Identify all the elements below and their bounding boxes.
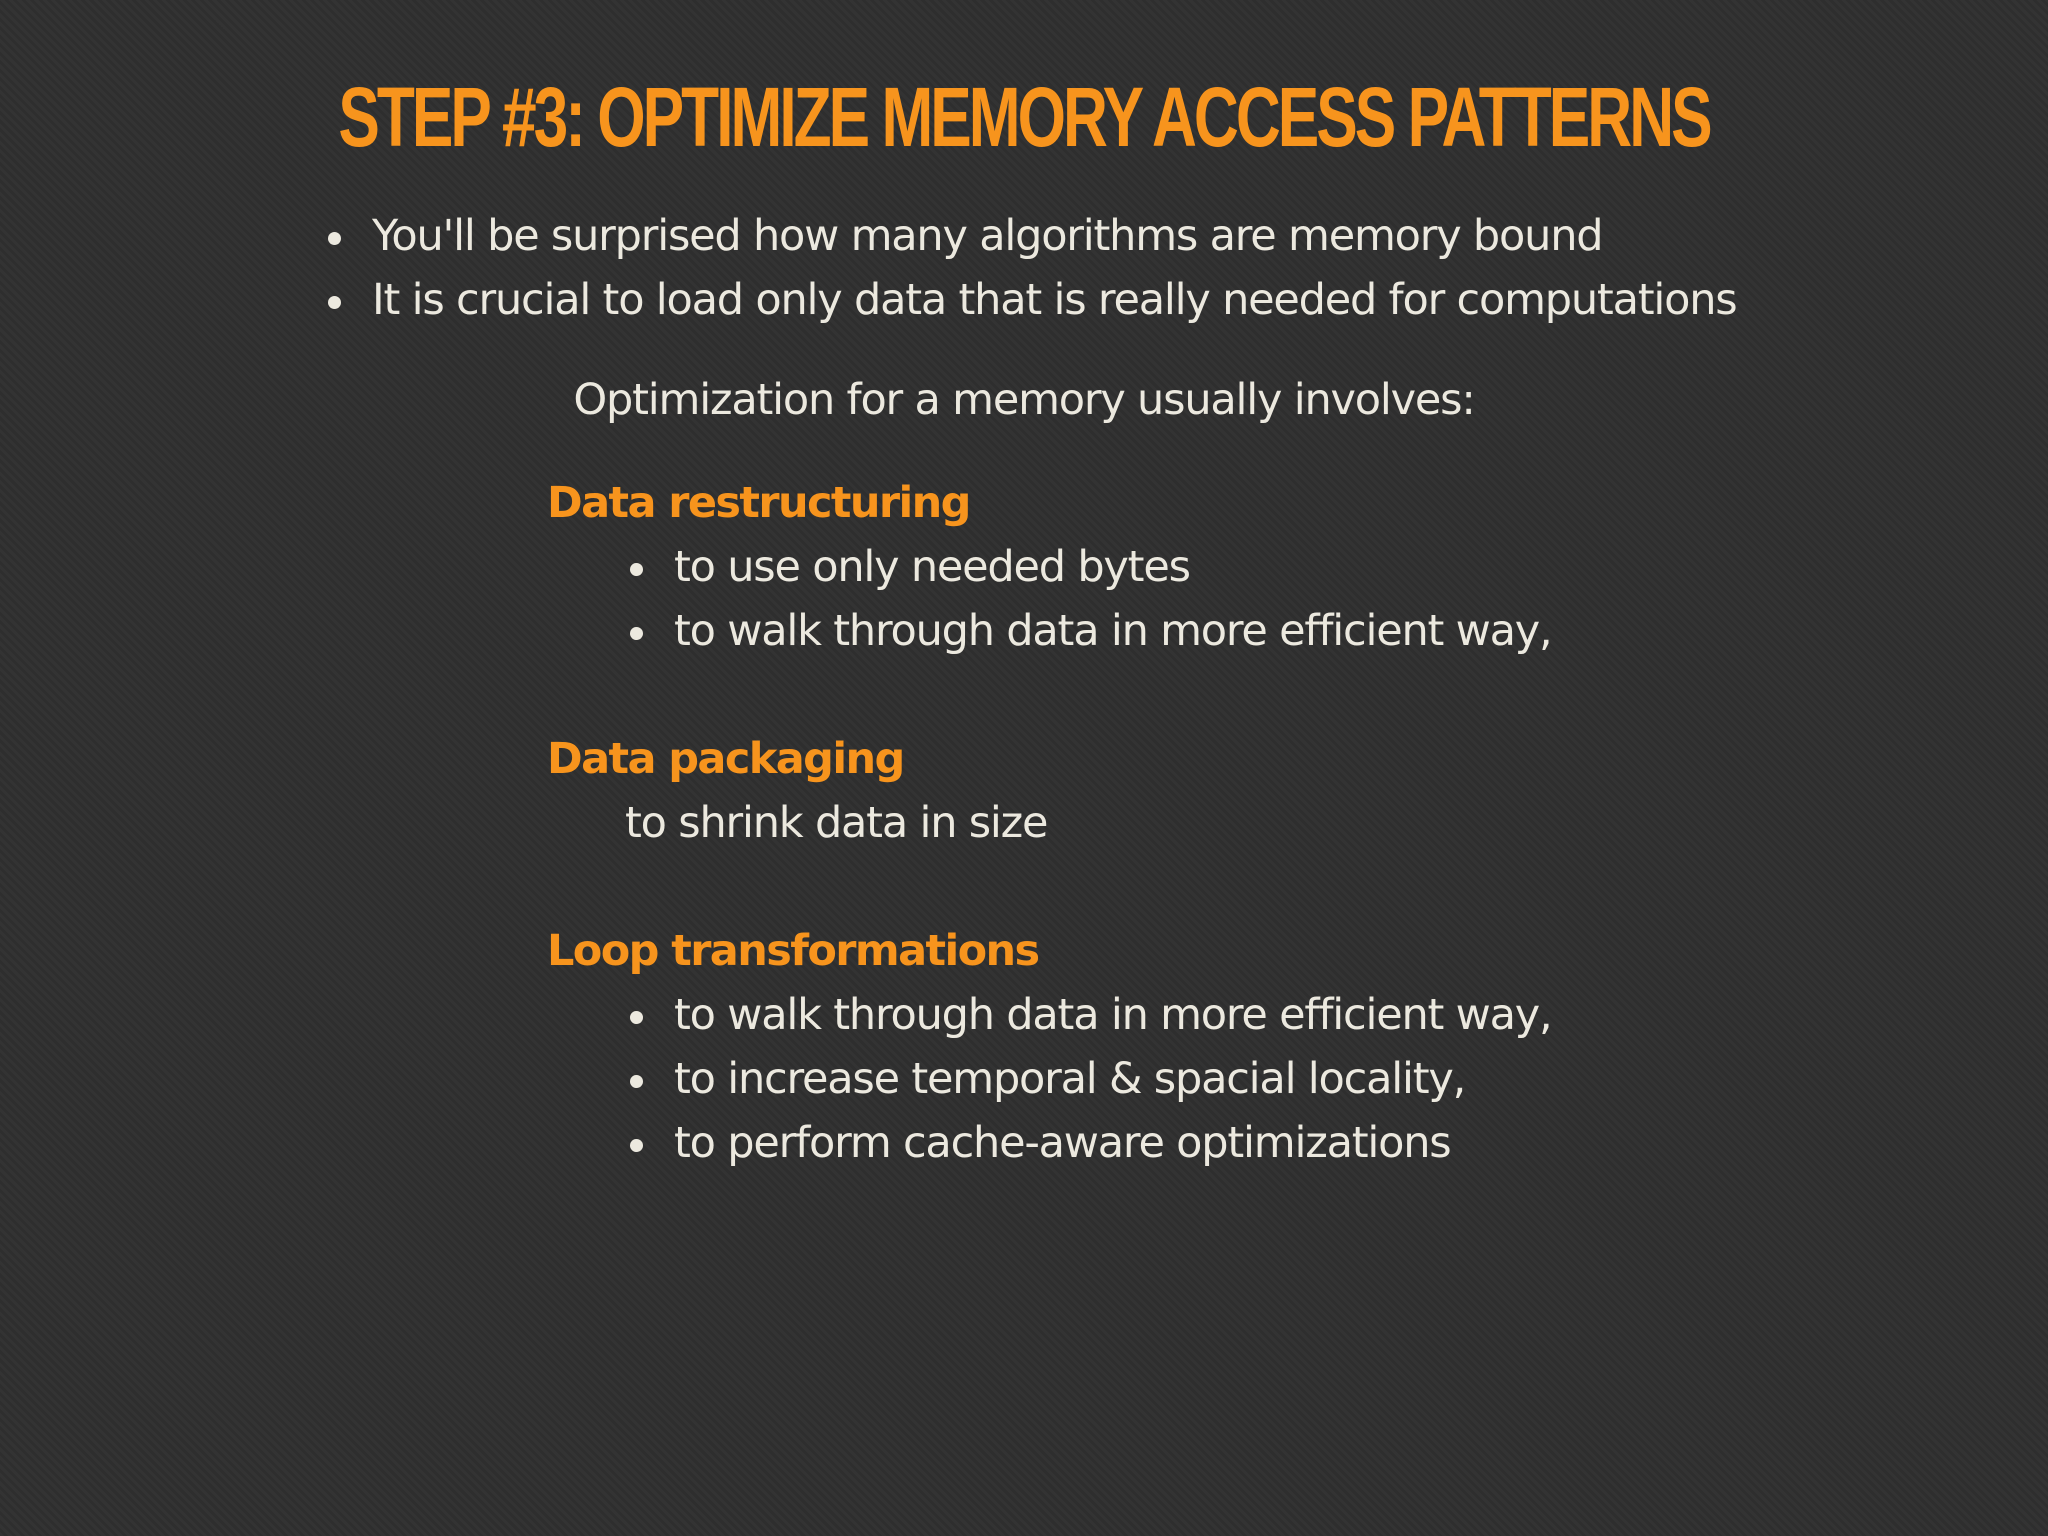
list-item: to perform cache-aware optimizations bbox=[626, 1111, 1551, 1175]
list-item: to walk through data in more efficient w… bbox=[626, 599, 1553, 663]
bullet-text: It is crucial to load only data that is … bbox=[372, 275, 1738, 325]
bullet-icon bbox=[630, 563, 643, 576]
bullet-icon bbox=[630, 1139, 643, 1152]
loop-transformations-list: to walk through data in more efficient w… bbox=[626, 983, 1553, 1175]
list-item: It is crucial to load only data that is … bbox=[324, 268, 1738, 332]
list-item: to walk through data in more efficient w… bbox=[626, 983, 1553, 1047]
bullet-text: to increase temporal & spacial locality, bbox=[674, 1054, 1466, 1104]
section-heading-data-restructuring: Data restructuring bbox=[547, 478, 971, 528]
bullet-text: You'll be surprised how many algorithms … bbox=[372, 211, 1604, 261]
bullet-icon bbox=[630, 627, 643, 640]
list-item: to increase temporal & spacial locality, bbox=[626, 1047, 1551, 1111]
section-heading-data-packaging: Data packaging bbox=[547, 734, 905, 784]
bullet-icon bbox=[328, 232, 341, 245]
bullet-text: to walk through data in more efficient w… bbox=[674, 606, 1553, 656]
bullet-text: to perform cache-aware optimizations bbox=[674, 1118, 1452, 1168]
top-bullet-list: You'll be surprised how many algorithms … bbox=[324, 204, 1738, 332]
bullet-icon bbox=[328, 296, 341, 309]
bullet-text: to walk through data in more efficient w… bbox=[674, 990, 1553, 1040]
section-heading-loop-transformations: Loop transformations bbox=[547, 926, 1040, 976]
list-item: You'll be surprised how many algorithms … bbox=[324, 204, 1737, 268]
bullet-icon bbox=[630, 1011, 643, 1024]
data-restructuring-list: to use only needed bytes to walk through… bbox=[626, 535, 1553, 663]
slide-title: STEP #3: OPTIMIZE MEMORY ACCESS PATTERNS bbox=[338, 70, 1712, 164]
list-item: to use only needed bytes bbox=[626, 535, 1551, 599]
bullet-text: to use only needed bytes bbox=[674, 542, 1191, 592]
intro-text: Optimization for a memory usually involv… bbox=[573, 375, 1475, 425]
bullet-icon bbox=[630, 1075, 643, 1088]
data-packaging-text: to shrink data in size bbox=[625, 798, 1049, 848]
